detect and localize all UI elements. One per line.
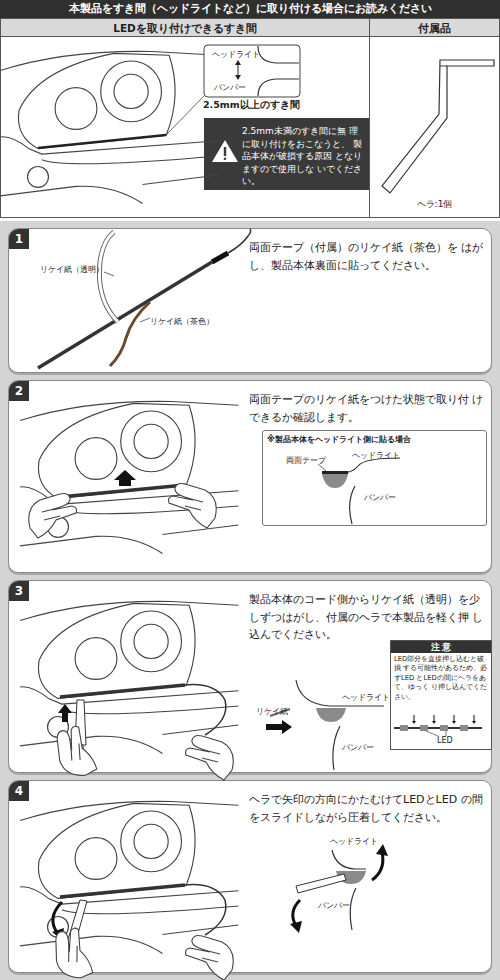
caution-box: 注 意 LED部分を直接押し込むと破損 する可能性があるため、必ずLED とLED… — [390, 640, 492, 750]
instruction-text: ヘラで矢印の方向にかたむけてLEDとLED の間をスライドしながら圧着してくださ… — [249, 791, 485, 826]
clear-backing — [270, 709, 290, 716]
led-chip — [400, 725, 408, 731]
cord-boot — [212, 253, 228, 262]
leader-line — [318, 464, 326, 471]
led-chip — [440, 725, 448, 731]
product-body — [316, 708, 346, 722]
step-panel: 3 製品本体のコード側からリケイ紙（透明）を少 しずつはがし、付属のヘラで本製品を… — [8, 580, 492, 773]
warning-box: 2.5mm未満のすき間に無 理に取り付けをおこなうと、 製品本体が破損する原因 … — [204, 118, 369, 190]
bumper-edge — [350, 888, 356, 930]
led-strip — [60, 485, 185, 497]
headlight-edge — [340, 458, 400, 472]
hand — [169, 484, 217, 529]
cord — [185, 885, 226, 935]
inset-heading: ※製品本体をヘッドライト側に貼る場合 — [267, 434, 482, 445]
car-front — [20, 601, 239, 753]
push-arrow — [58, 704, 72, 722]
panel-heading: LEDを取り付けできるすき間 — [1, 19, 369, 37]
hand — [47, 924, 102, 980]
inset-box: ※製品本体をヘッドライト側に貼る場合 — [262, 430, 487, 526]
led-strip — [60, 885, 185, 897]
gap-arrow — [238, 62, 239, 78]
car-front — [20, 801, 239, 953]
step-panel: 1 両面テープ（付属）のリケイ紙（茶色）を はがし、製品本体裏面に貼ってください。 — [8, 228, 492, 373]
led-strip — [60, 685, 185, 697]
hand — [186, 736, 234, 781]
warning-mark — [224, 158, 227, 161]
zoom-inset — [204, 45, 300, 97]
brown-backing — [110, 302, 150, 366]
leader-line — [104, 272, 114, 276]
instruction-text: 両面テープ（付属）のリケイ紙（茶色）を はがし、製品本体裏面に貼ってください。 — [249, 239, 485, 274]
headlight-edge — [258, 46, 299, 63]
bumper-edge — [333, 726, 340, 770]
led-chip — [420, 725, 428, 731]
accessory-text: ヘラ:1個 — [370, 198, 499, 211]
warning-text: 2.5mm未満のすき間に無 理に取り付けをおこなうと、 製品本体が破損する原因 … — [242, 125, 364, 188]
led-strip — [38, 262, 212, 368]
press-arrow — [414, 715, 474, 722]
spatula — [75, 700, 86, 745]
step-panel: 2 両面テープのリケイ紙をつけた状態で取り付 けできるか確認します。 ※製品本体をヘ… — [8, 380, 492, 573]
warning-mark — [224, 147, 226, 156]
leader-line — [166, 96, 204, 135]
product-body — [322, 474, 348, 488]
section-panel: LEDを取り付けできるすき間 2.5mm未満のすき間に無 理に取り付けをおこなうと… — [0, 18, 370, 218]
led-chip — [460, 725, 468, 731]
step-panel: 4 ヘラで矢印の方向にかたむけてLEDとLED の間をスライドしながら圧着してくだ… — [8, 780, 492, 973]
product-body — [336, 871, 366, 884]
led-strip — [394, 727, 482, 729]
instruction-text: 両面テープのリケイ紙をつけた状態で取り付 けできるか確認します。 — [249, 391, 485, 426]
headlight-edge — [332, 850, 366, 869]
tilt-arrow — [372, 852, 383, 880]
spatula-edge — [440, 66, 447, 67]
accessory-panel: 付属品ヘラ:1個 — [369, 18, 500, 218]
gap-highlight — [38, 135, 166, 148]
caution-text: LED部分を直接押し込むと破損 する可能性があるため、必ずLED とLEDの間に… — [394, 655, 488, 702]
warning-triangle — [212, 140, 238, 162]
hand — [29, 494, 77, 539]
spatula-handle — [76, 745, 85, 770]
clear-backing — [99, 232, 118, 322]
arrow-head — [412, 721, 476, 724]
caution-heading: 注 意 — [391, 641, 491, 653]
tilt-arrow — [293, 900, 300, 926]
spatula — [382, 60, 494, 193]
push-arrow — [114, 470, 136, 486]
spatula — [296, 874, 346, 893]
step-number: 1 — [9, 229, 29, 249]
tilt-arrow — [53, 902, 62, 934]
peel-arrow — [266, 720, 292, 734]
spatula — [66, 900, 87, 948]
arrow-head — [376, 844, 388, 856]
bumper-edge — [350, 486, 355, 524]
clear-backing — [99, 232, 118, 322]
leader-line — [140, 318, 150, 322]
car-front — [0, 51, 219, 203]
step-number: 3 — [9, 581, 29, 601]
arrow-head — [52, 928, 64, 940]
car-front — [20, 401, 239, 553]
bumper-edge — [258, 79, 299, 96]
page-title: 本製品をすき間（ヘッドライトなど）に取り付ける場合にお読みください — [0, 0, 500, 18]
hand — [186, 936, 234, 980]
leader-line — [426, 731, 446, 736]
step-number: 4 — [9, 781, 29, 801]
tape-layer — [322, 471, 348, 474]
step-number: 2 — [9, 381, 29, 401]
cord — [228, 229, 251, 253]
arrow-head — [235, 60, 241, 80]
panel-heading: 付属品 — [370, 19, 499, 37]
headlight-edge — [296, 680, 384, 706]
instruction-text: 製品本体のコード側からリケイ紙（透明）を少 しずつはがし、付属のヘラで本製品を軽… — [249, 591, 485, 644]
arrow-head — [290, 921, 302, 933]
title-band: 本製品をすき間（ヘッドライトなど）に取り付ける場合にお読みください — [0, 0, 500, 18]
hand — [51, 723, 103, 778]
cord — [185, 685, 226, 735]
